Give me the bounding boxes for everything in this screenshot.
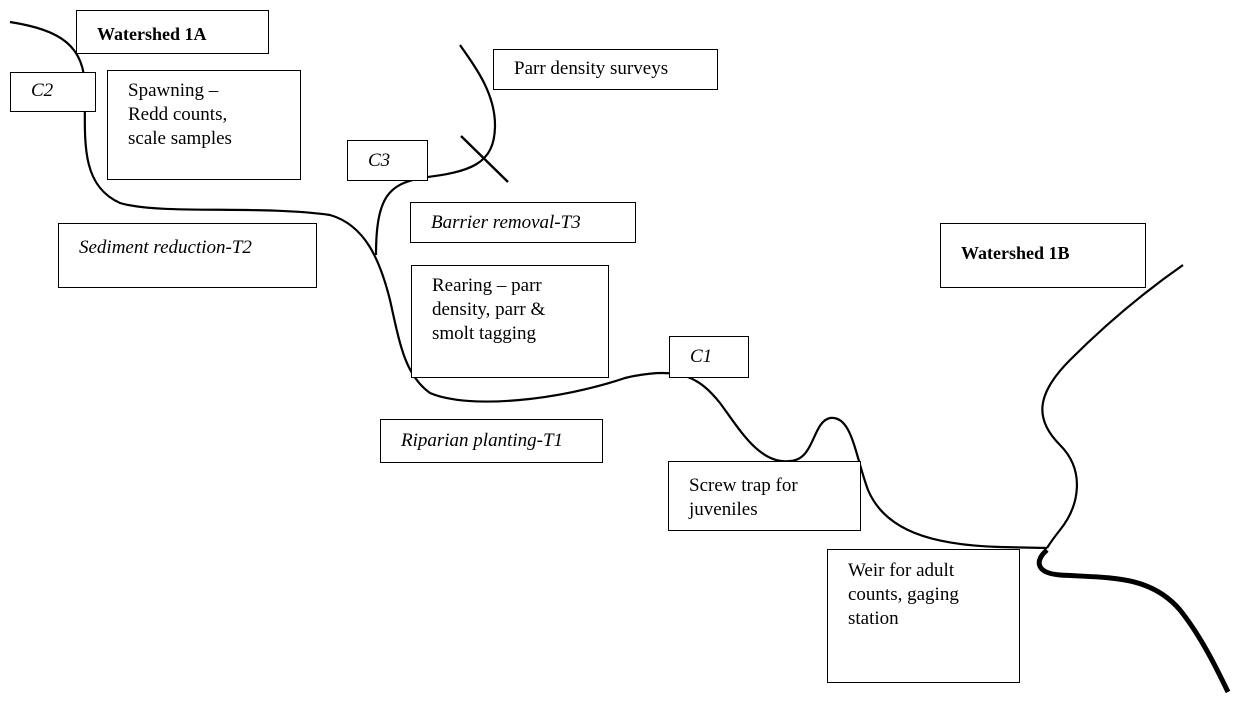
- watershed-1b-label: Watershed 1B: [940, 223, 1146, 288]
- control-c1-text: C1: [690, 346, 713, 367]
- parr-surveys-box: Parr density surveys: [493, 49, 718, 90]
- riparian-planting-label: Riparian planting-T1: [380, 419, 603, 463]
- riparian-planting-text: Riparian planting-T1: [401, 430, 564, 451]
- watershed-1a-label: Watershed 1A: [76, 10, 269, 54]
- parr-surveys-text: Parr density surveys: [514, 58, 669, 79]
- barrier-line: [460, 135, 509, 183]
- weir-line-3: station: [848, 608, 899, 629]
- watershed-1b-text: Watershed 1B: [961, 243, 1070, 263]
- sediment-reduction-label: Sediment reduction-T2: [58, 223, 317, 288]
- control-c3-label: C3: [347, 140, 428, 181]
- weir-line-1: Weir for adult: [848, 560, 955, 581]
- outflow-stream-line: [1036, 548, 1231, 694]
- main-stream-line: [9, 20, 1048, 550]
- spawning-box: Spawning – Redd counts, scale samples: [107, 70, 301, 180]
- screw-trap-line-1: Screw trap for: [689, 475, 798, 496]
- barrier-removal-text: Barrier removal-T3: [431, 212, 581, 233]
- sediment-reduction-text: Sediment reduction-T2: [79, 237, 252, 258]
- screw-trap-line-2: juveniles: [689, 499, 758, 520]
- spawning-line-2: Redd counts,: [128, 104, 228, 125]
- control-c1-label: C1: [669, 336, 749, 378]
- rearing-line-2: density, parr &: [432, 299, 546, 320]
- control-c3-text: C3: [368, 150, 391, 171]
- rearing-box: Rearing – parr density, parr & smolt tag…: [411, 265, 609, 378]
- spawning-line-3: scale samples: [128, 128, 232, 149]
- watershed-1a-text: Watershed 1A: [97, 24, 207, 44]
- control-c2-text: C2: [31, 80, 54, 101]
- rearing-line-1: Rearing – parr: [432, 275, 542, 296]
- screw-trap-box: Screw trap for juveniles: [668, 461, 861, 531]
- barrier-removal-label: Barrier removal-T3: [410, 202, 636, 243]
- weir-box: Weir for adult counts, gaging station: [827, 549, 1020, 683]
- rearing-line-3: smolt tagging: [432, 323, 536, 344]
- tributary-stream-line: [374, 44, 497, 256]
- control-c2-label: C2: [10, 72, 96, 112]
- spawning-line-1: Spawning –: [128, 80, 219, 101]
- weir-line-2: counts, gaging: [848, 584, 959, 605]
- watershed-1b-stream-line: [1041, 264, 1184, 549]
